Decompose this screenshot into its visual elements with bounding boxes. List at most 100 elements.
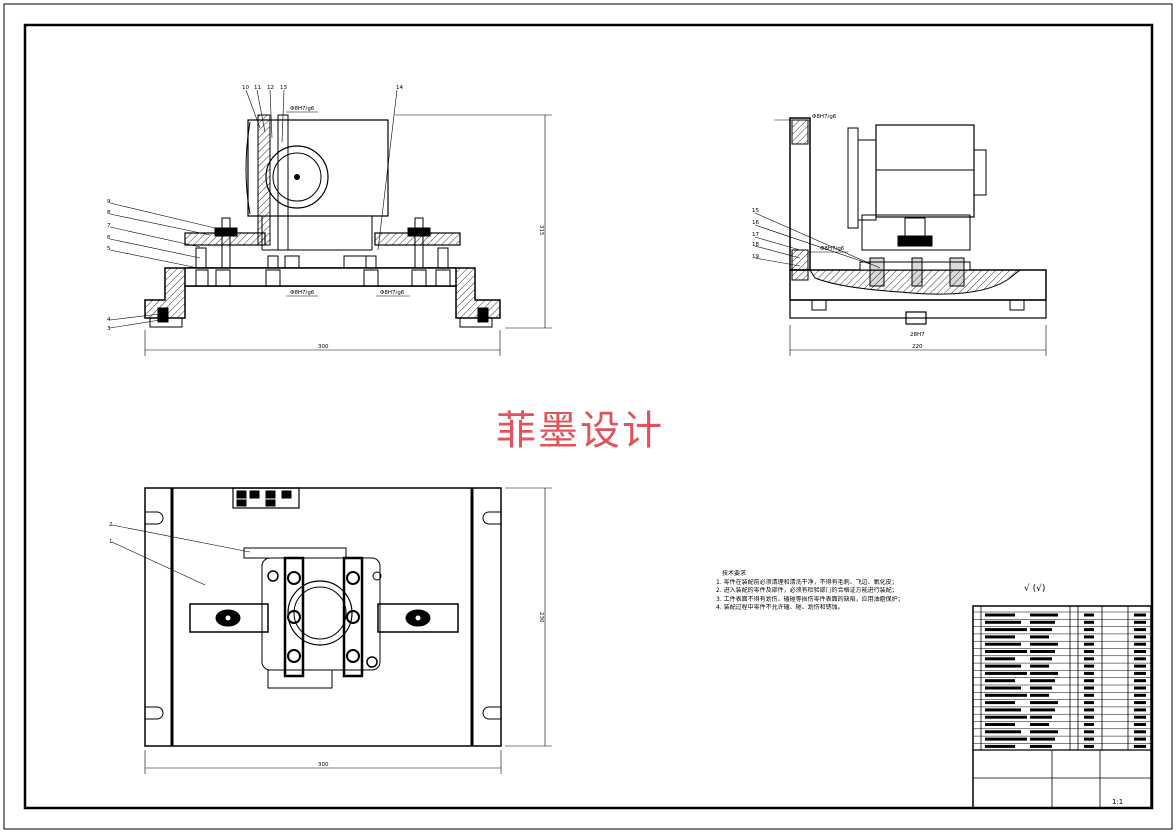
bom-cell-material — [1084, 730, 1094, 734]
front-balloon-14: 14 — [396, 85, 403, 91]
bom-cell-name — [1030, 701, 1058, 705]
bom-cell-name — [1030, 613, 1058, 617]
side-balloon-15: 15 — [752, 208, 759, 214]
bom-cell-code — [985, 671, 1027, 675]
front-fit-1: Φ8H7/g6 — [290, 106, 315, 112]
roughness-symbol: √ (√) — [1024, 584, 1046, 594]
side-fit-2: Φ8H7/g6 — [820, 246, 845, 252]
bom-cell-material — [1084, 715, 1094, 719]
front-balloon-4: 4 — [107, 317, 111, 323]
bom-cell-name — [1030, 708, 1055, 712]
bom-cell-material — [1084, 642, 1094, 646]
side-fit-1: Φ8H7/g6 — [812, 114, 837, 120]
bom-cell-material — [1084, 657, 1094, 661]
front-balloon-8: 8 — [107, 210, 111, 216]
side-balloon-18: 18 — [752, 242, 759, 248]
bom-cell-code — [985, 642, 1021, 646]
bom-cell-material — [1084, 628, 1094, 632]
bom-cell-name — [1030, 628, 1052, 632]
bom-cell-material — [1084, 620, 1094, 624]
bom-cell-name — [1030, 715, 1052, 719]
bom-cell-note — [1134, 686, 1146, 690]
top-dim-height: 230 — [538, 612, 544, 623]
bom-cell-code — [985, 708, 1021, 712]
front-balloon-9: 9 — [107, 199, 111, 205]
top-view — [111, 487, 552, 774]
front-balloon-5: 5 — [107, 246, 111, 252]
front-dim-height: 315 — [538, 225, 544, 236]
bom-cell-code — [985, 723, 1015, 726]
bom-cell-name — [1030, 664, 1049, 668]
tech-title: 技术要求 — [722, 570, 747, 577]
bom-cell-note — [1134, 650, 1146, 653]
bom-cell-name — [1030, 620, 1055, 624]
front-balloon-12: 12 — [267, 85, 274, 91]
bom-table — [973, 611, 1151, 748]
bom-cell-note — [1134, 628, 1146, 632]
bom-cell-note — [1134, 657, 1146, 661]
watermark: 菲墨设计 — [496, 408, 664, 454]
bom-cell-note — [1134, 708, 1146, 712]
bom-cell-name — [1030, 671, 1058, 675]
bom-cell-note — [1134, 723, 1146, 726]
bom-cell-note — [1134, 737, 1146, 741]
bom-cell-code — [985, 664, 1021, 668]
bom-cell-note — [1134, 693, 1146, 697]
bom-cell-code — [985, 650, 1027, 653]
bom-cell-note — [1134, 635, 1146, 639]
top-dim-width: 300 — [318, 762, 329, 768]
front-dim-width: 300 — [318, 344, 329, 350]
front-balloon-7: 7 — [107, 223, 111, 229]
bom-cell-note — [1134, 679, 1146, 683]
front-view-labels: 300 315 Φ8H7/g6 Φ8H7/g6 Φ8H7/g6 9 8 7 6 … — [107, 85, 544, 350]
bom-cell-note — [1134, 671, 1146, 675]
side-dim-width: 220 — [912, 344, 923, 350]
bom-cell-material — [1084, 701, 1094, 705]
bom-cell-note — [1134, 613, 1146, 617]
bom-cell-code — [985, 744, 1015, 748]
front-fit-3: Φ8H7/g6 — [380, 290, 405, 296]
bom-cell-code — [985, 613, 1015, 617]
tech-item-3: 3. 工件表面不得有划伤、磕碰等损伤零件表面的缺陷，应用油脂保护； — [716, 595, 904, 603]
bom-cell-material — [1084, 744, 1094, 748]
side-view — [754, 117, 1047, 356]
scale-label: 1:1 — [1112, 798, 1123, 806]
outer-border — [3, 3, 1173, 830]
bom-cell-material — [1084, 693, 1094, 697]
front-fit-2: Φ8H7/g6 — [290, 290, 315, 296]
bom-cell-code — [985, 620, 1021, 624]
bom-cell-name — [1030, 635, 1049, 639]
bom-cell-code — [985, 693, 1027, 697]
bom-cell-name — [1030, 650, 1055, 653]
bom-cell-note — [1134, 620, 1146, 624]
front-balloon-3: 3 — [107, 326, 111, 332]
tech-item-1: 1. 零件在装配前必须清理和清洗干净，不得有毛刺、飞边、氧化皮； — [716, 578, 898, 586]
bom-cell-note — [1134, 701, 1146, 705]
bom-cell-note — [1134, 715, 1146, 719]
side-fit-3: 28H7 — [910, 332, 925, 338]
bom-cell-code — [985, 686, 1021, 690]
bom-cell-code — [985, 715, 1027, 719]
front-balloon-10: 10 — [242, 85, 249, 91]
front-balloon-13: 13 — [280, 85, 287, 91]
front-balloon-11: 11 — [254, 85, 261, 91]
bom-cell-name — [1030, 686, 1052, 690]
bom-cell-name — [1030, 730, 1058, 734]
inner-border — [23, 23, 1154, 810]
front-balloon-6: 6 — [107, 235, 111, 241]
bom-cell-name — [1030, 679, 1055, 683]
bom-cell-note — [1134, 642, 1146, 646]
bom-cell-material — [1084, 664, 1094, 668]
bom-cell-code — [985, 635, 1015, 639]
bom-cell-code — [985, 737, 1027, 741]
bom-cell-name — [1030, 642, 1058, 646]
bom-cell-code — [985, 679, 1015, 683]
bom-cell-note — [1134, 730, 1146, 734]
side-balloon-16: 16 — [752, 220, 759, 226]
bom-cell-material — [1084, 671, 1094, 675]
tech-item-2: 2. 进入装配的零件及部件，必须有检验部门的合格证方能进行装配； — [716, 587, 898, 594]
front-view — [109, 89, 552, 356]
bom-cell-note — [1134, 744, 1146, 748]
